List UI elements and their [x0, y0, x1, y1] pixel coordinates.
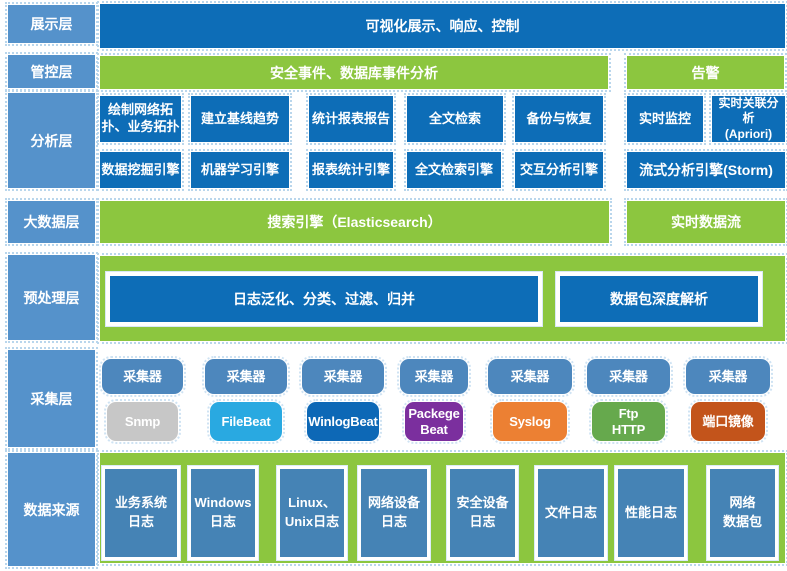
layer-label-bigdata: 大数据层: [5, 198, 98, 246]
collector-column: 采集器 端口镜像: [683, 355, 773, 445]
agent-box: WinlogBeat: [304, 399, 382, 444]
analysis-function-box: 备份与恢复: [512, 93, 606, 145]
collector-column: 采集器 FileBeat: [202, 355, 290, 445]
agent-box: FileBeat: [207, 399, 285, 444]
source-box: 文件日志: [535, 466, 607, 560]
layer-label-analysis: 分析层: [5, 90, 98, 191]
analysis-function-box: 建立基线趋势: [188, 93, 292, 145]
collector-column: 采集器 Snmp: [99, 355, 186, 445]
analysis-engine-box: 报表统计引擎: [306, 149, 396, 191]
collector-box: 采集器: [584, 356, 673, 397]
layer-label-collect: 采集层: [5, 347, 98, 450]
analysis-function-box: 统计报表报告: [306, 93, 396, 145]
source-box: Windows日志: [188, 466, 258, 560]
collector-column: 采集器 Ftp HTTP: [584, 355, 673, 445]
preprocess-box: 数据包深度解析: [556, 272, 762, 326]
collector-box: 采集器: [299, 356, 387, 397]
agent-box: Snmp: [104, 399, 181, 444]
agent-box: Syslog: [490, 399, 570, 444]
preprocess-box: 日志泛化、分类、过滤、归并: [106, 272, 542, 326]
source-box: 安全设备 日志: [447, 466, 518, 560]
search-engine-bar: 搜索引擎（Elasticsearch）: [97, 198, 612, 246]
analysis-function-box: 绘制网络拓 扑、业务拓扑: [97, 93, 184, 145]
layer-label-sources: 数据来源: [5, 450, 98, 569]
agent-box: Packege Beat: [402, 399, 466, 444]
analysis-engine-box: 数据挖掘引擎: [97, 149, 184, 191]
agent-box: 端口镜像: [688, 399, 768, 444]
alert-bar: 告警: [624, 53, 787, 92]
analysis-engine-box: 全文检索引擎: [404, 149, 504, 191]
source-box: Linux、 Unix日志: [277, 466, 347, 560]
collector-column: 采集器 WinlogBeat: [299, 355, 387, 445]
layer-label-control: 管控层: [5, 52, 98, 91]
analysis-function-box: 实时关联分析 (Apriori): [709, 93, 787, 145]
analysis-function-box: 实时监控: [624, 93, 706, 145]
collector-box: 采集器: [397, 356, 471, 397]
analysis-function-box: 全文检索: [404, 93, 506, 145]
collector-box: 采集器: [99, 356, 186, 397]
display-bar: 可视化展示、响应、控制: [97, 1, 787, 51]
collector-box: 采集器: [485, 356, 575, 397]
analysis-engine-box: 流式分析引擎(Storm): [624, 149, 787, 191]
source-box: 网络设备 日志: [358, 466, 430, 560]
layer-label-preprocess: 预处理层: [5, 252, 98, 343]
analysis-engine-box: 机器学习引擎: [188, 149, 292, 191]
collector-column: 采集器 Packege Beat: [397, 355, 471, 445]
security-event-analysis-bar: 安全事件、数据库事件分析: [97, 53, 611, 92]
source-box: 业务系统 日志: [102, 466, 180, 560]
collector-box: 采集器: [202, 356, 290, 397]
layer-label-display: 展示层: [5, 2, 98, 46]
realtime-stream-bar: 实时数据流: [624, 198, 787, 246]
collector-box: 采集器: [683, 356, 773, 397]
agent-box: Ftp HTTP: [589, 399, 668, 444]
analysis-engine-box: 交互分析引擎: [512, 149, 606, 191]
source-box: 网络 数据包: [707, 466, 778, 560]
collector-column: 采集器 Syslog: [485, 355, 575, 445]
source-box: 性能日志: [615, 466, 687, 560]
